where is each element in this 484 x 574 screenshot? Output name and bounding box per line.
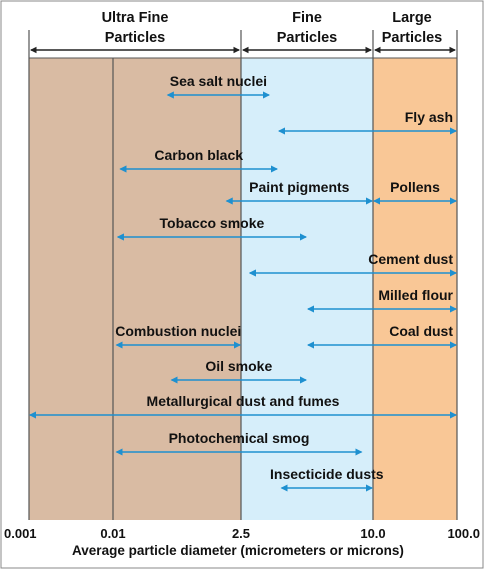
tick-label: 2.5 — [232, 526, 250, 541]
category-bands — [29, 58, 457, 520]
range-label: Cement dust — [368, 251, 453, 267]
axis-label: Average particle diameter (micrometers o… — [72, 543, 404, 558]
header-label-large-line2: Particles — [382, 30, 442, 46]
header-label-ultra-fine-line1: Ultra Fine — [102, 10, 169, 26]
range-label: Coal dust — [389, 323, 453, 339]
axis-ticks: 0.001 0.01 2.5 10.0 100.0 — [4, 526, 480, 541]
tick-label: 10.0 — [360, 526, 385, 541]
header-label-fine-line1: Fine — [292, 10, 322, 26]
header-label-fine-line2: Particles — [277, 30, 337, 46]
range-label: Carbon black — [154, 147, 243, 163]
range-label: Insecticide dusts — [270, 466, 384, 482]
range-label: Tobacco smoke — [160, 215, 265, 231]
range-label: Paint pigments — [249, 179, 350, 195]
range-label: Sea salt nuclei — [170, 73, 267, 89]
band-fine — [241, 58, 373, 520]
tick-label: 0.01 — [100, 526, 125, 541]
header-label-ultra-fine-line2: Particles — [105, 30, 165, 46]
range-label: Combustion nuclei — [115, 323, 241, 339]
range-label: Fly ash — [405, 109, 453, 125]
header-label-large-line1: Large — [392, 10, 432, 26]
tick-label: 100.0 — [447, 526, 480, 541]
range-label: Pollens — [390, 179, 440, 195]
category-dividers — [28, 30, 458, 520]
range-label: Metallurgical dust and fumes — [147, 393, 340, 409]
range-label: Milled flour — [378, 287, 453, 303]
tick-label: 0.001 — [4, 526, 37, 541]
band-ultra-fine — [29, 58, 241, 520]
range-label: Photochemical smog — [169, 430, 310, 446]
band-large — [373, 58, 457, 520]
range-label: Oil smoke — [205, 358, 272, 374]
